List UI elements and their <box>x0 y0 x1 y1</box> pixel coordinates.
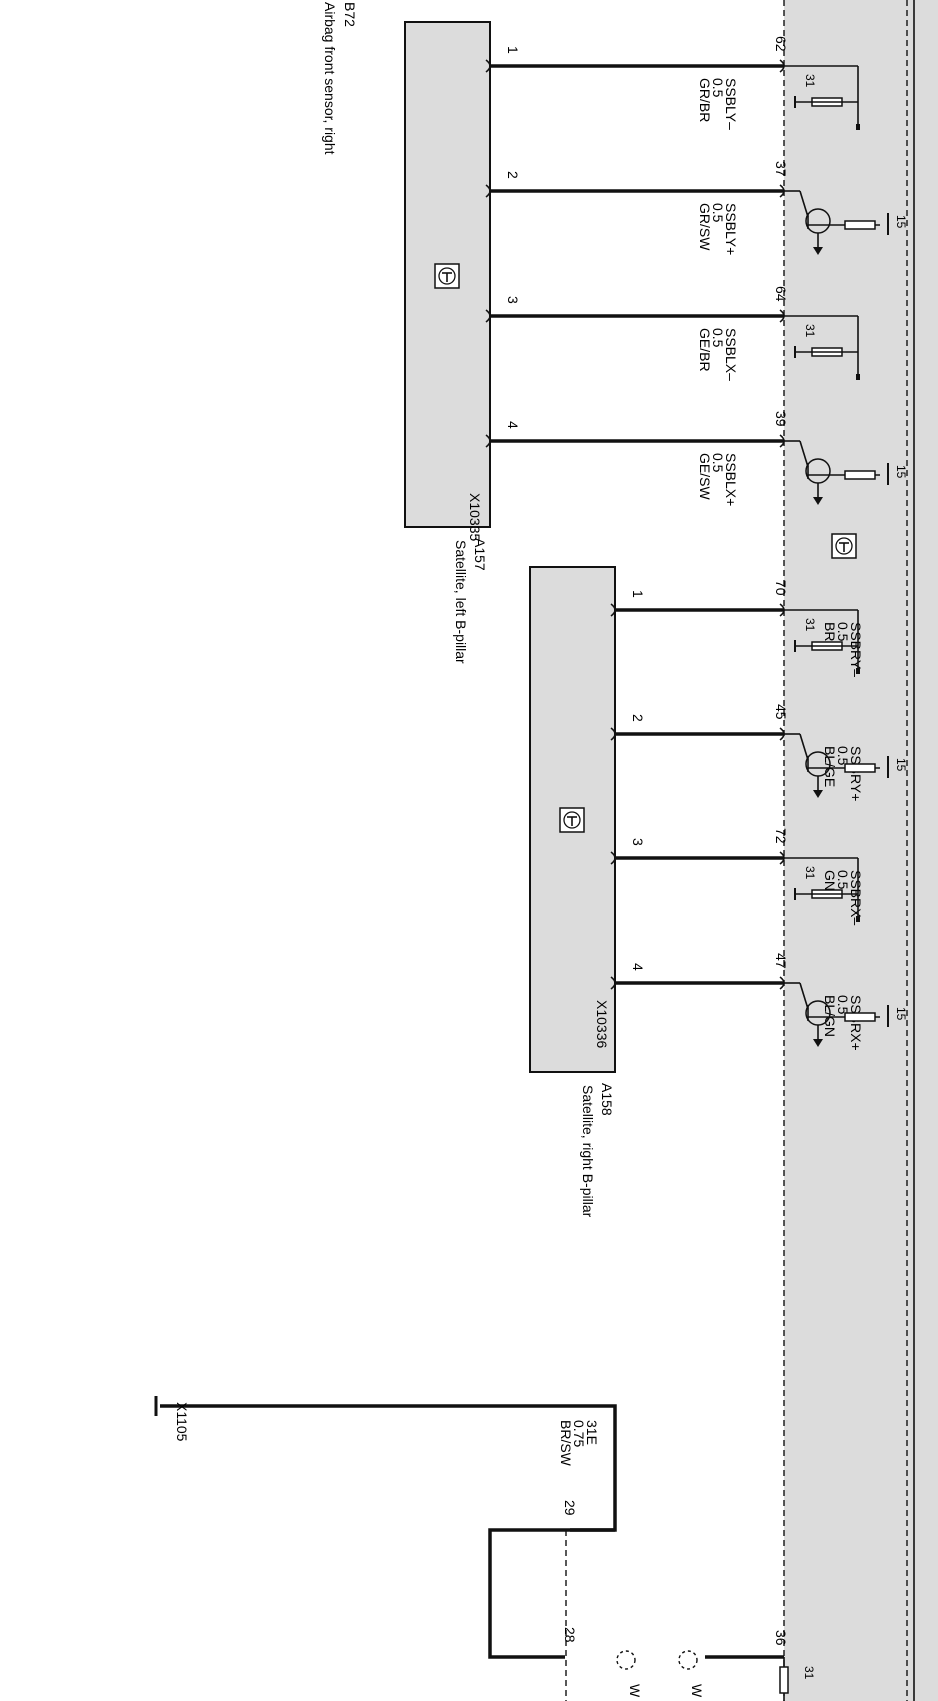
top-component-name: Airbag front sensor, right <box>322 2 338 155</box>
wire-signal: SSBLX– <box>723 328 739 381</box>
pin-mark <box>610 851 616 865</box>
bottom-wire-b-label: W <box>689 1684 705 1698</box>
wire-size: 0.5 <box>835 622 851 642</box>
ground-circuit: X1105 31E 0.75 BR/SW 29 28 <box>154 1396 617 1701</box>
ecu-terminal: 31 <box>803 618 817 632</box>
component-pin-number: 3 <box>505 296 521 304</box>
ecu-pin-number: 45 <box>773 704 789 720</box>
bottom-ecu-terminal: 31 <box>802 1666 816 1680</box>
wire-color: GE/SW <box>697 453 713 500</box>
ecu-terminal: 31 <box>803 324 817 338</box>
ecu-pin-number: 72 <box>773 828 789 844</box>
wire-signal: SSBLX+ <box>723 453 739 506</box>
ground-point-label: X1105 <box>174 1402 190 1442</box>
arrow-icon <box>813 790 823 798</box>
wire-signal: SSBLY– <box>723 78 739 130</box>
pin-mark <box>610 603 616 617</box>
ecu-pin-number: 64 <box>773 286 789 302</box>
connector-symbol <box>678 1650 698 1670</box>
component-a158: X10336 A158 Satellite, right B-pillar <box>529 566 616 1218</box>
arrow-icon <box>813 247 823 255</box>
component-pin-number: 4 <box>505 421 521 429</box>
transistor-symbol <box>799 190 809 218</box>
wire-size: 0.5 <box>710 78 726 98</box>
component-pin-number: 4 <box>630 963 646 971</box>
component-pin-number: 2 <box>505 171 521 179</box>
wire-color: GR/SW <box>697 203 713 251</box>
transistor-symbol <box>799 440 809 468</box>
component-a158-connector: X10336 <box>594 1000 610 1048</box>
resistor-symbol <box>844 763 876 773</box>
wire-color: BR <box>822 622 838 641</box>
wire-signal: SSBRY+ <box>848 746 864 801</box>
ecu-pin-number: 47 <box>773 953 789 969</box>
component-a158-id: A158 <box>599 1083 615 1116</box>
ground-signal: 31E <box>584 1420 600 1445</box>
pin-mark <box>485 309 491 323</box>
pin-mark <box>485 434 491 448</box>
wire-color: GR/BR <box>697 78 713 122</box>
arrow-icon <box>813 1039 823 1047</box>
ecu-terminal: 15 <box>894 215 908 229</box>
control-unit-housing <box>784 0 938 1701</box>
wire-size: 0.5 <box>710 328 726 348</box>
wire-signal: SSBRX– <box>848 870 864 925</box>
wire-size: 0.5 <box>710 203 726 223</box>
resistor-symbol <box>844 1012 876 1022</box>
component-a158-name: Satellite, right B-pillar <box>580 1085 596 1218</box>
component-a157: X10335 A157 Satellite, left B-pillar <box>404 21 491 664</box>
arrow-icon <box>813 497 823 505</box>
ecu-terminal: 15 <box>894 758 908 772</box>
bottom-ecu-pin: 36 <box>773 1630 789 1646</box>
top-component-label: B72 Airbag front sensor, right <box>322 2 358 155</box>
wire-size: 0.5 <box>710 453 726 473</box>
component-a157-connector: X10335 <box>467 493 483 541</box>
pin-mark <box>610 976 616 990</box>
wire-size: 0.5 <box>835 995 851 1015</box>
ground-size: 0.75 <box>571 1420 587 1447</box>
wire-signal: SSBRX+ <box>848 995 864 1051</box>
ground-wire <box>160 1404 617 1659</box>
wire-signal: SSBRY– <box>848 622 864 677</box>
transistor-symbol <box>799 733 809 761</box>
component-a157-id: A157 <box>472 538 488 571</box>
component-pin-number: 3 <box>630 838 646 846</box>
ground-pin-a: 29 <box>562 1500 578 1516</box>
bottom-wire-a-label: W <box>627 1684 643 1698</box>
wire-color: GN <box>822 870 838 891</box>
ecu-pin-number: 70 <box>773 580 789 596</box>
connector-symbol <box>616 1650 636 1670</box>
wire-size: 0.5 <box>835 746 851 766</box>
pin-mark <box>485 59 491 73</box>
component-a157-name: Satellite, left B-pillar <box>453 540 469 664</box>
ecu-pin-number: 39 <box>773 411 789 427</box>
component-pin-number: 1 <box>505 46 521 54</box>
airbag-icon <box>559 807 585 833</box>
ground-pin-b: 28 <box>562 1627 578 1643</box>
wire-signal: SSBLY+ <box>723 203 739 255</box>
top-component-code: B72 <box>342 2 358 27</box>
ecu-terminal: 15 <box>894 1007 908 1021</box>
resistor-symbol <box>844 470 876 480</box>
component-pin-number: 2 <box>630 714 646 722</box>
ecu-terminal: 15 <box>894 465 908 479</box>
transistor-symbol <box>799 982 809 1010</box>
ground-color: BR/SW <box>558 1420 574 1467</box>
airbag-icon <box>434 263 460 289</box>
pin-mark <box>610 727 616 741</box>
bottom-circuit: 36 31 W W <box>616 1630 816 1701</box>
ecu-pin-number: 62 <box>773 36 789 52</box>
resistor-symbol <box>844 220 876 230</box>
component-pin-number: 1 <box>630 590 646 598</box>
wire-color: GE/BR <box>697 328 713 372</box>
ecu-terminal: 31 <box>803 866 817 880</box>
pin-mark <box>485 184 491 198</box>
airbag-icon <box>831 533 857 559</box>
wire-size: 0.5 <box>835 870 851 890</box>
ecu-pin-number: 37 <box>773 161 789 177</box>
ecu-terminal: 31 <box>803 74 817 88</box>
